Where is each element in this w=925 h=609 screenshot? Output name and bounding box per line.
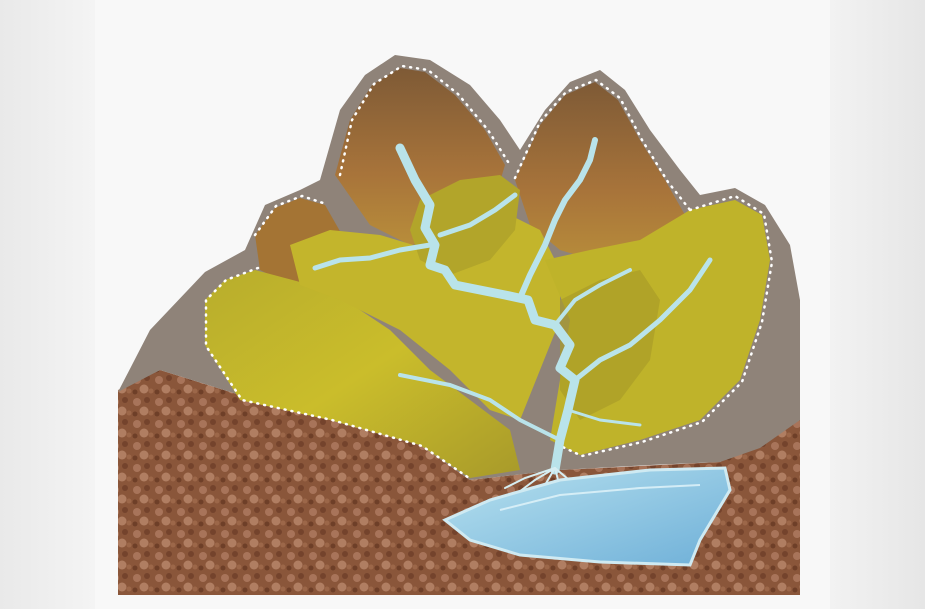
watershed-illustration (0, 0, 925, 609)
canvas-background (0, 0, 925, 609)
